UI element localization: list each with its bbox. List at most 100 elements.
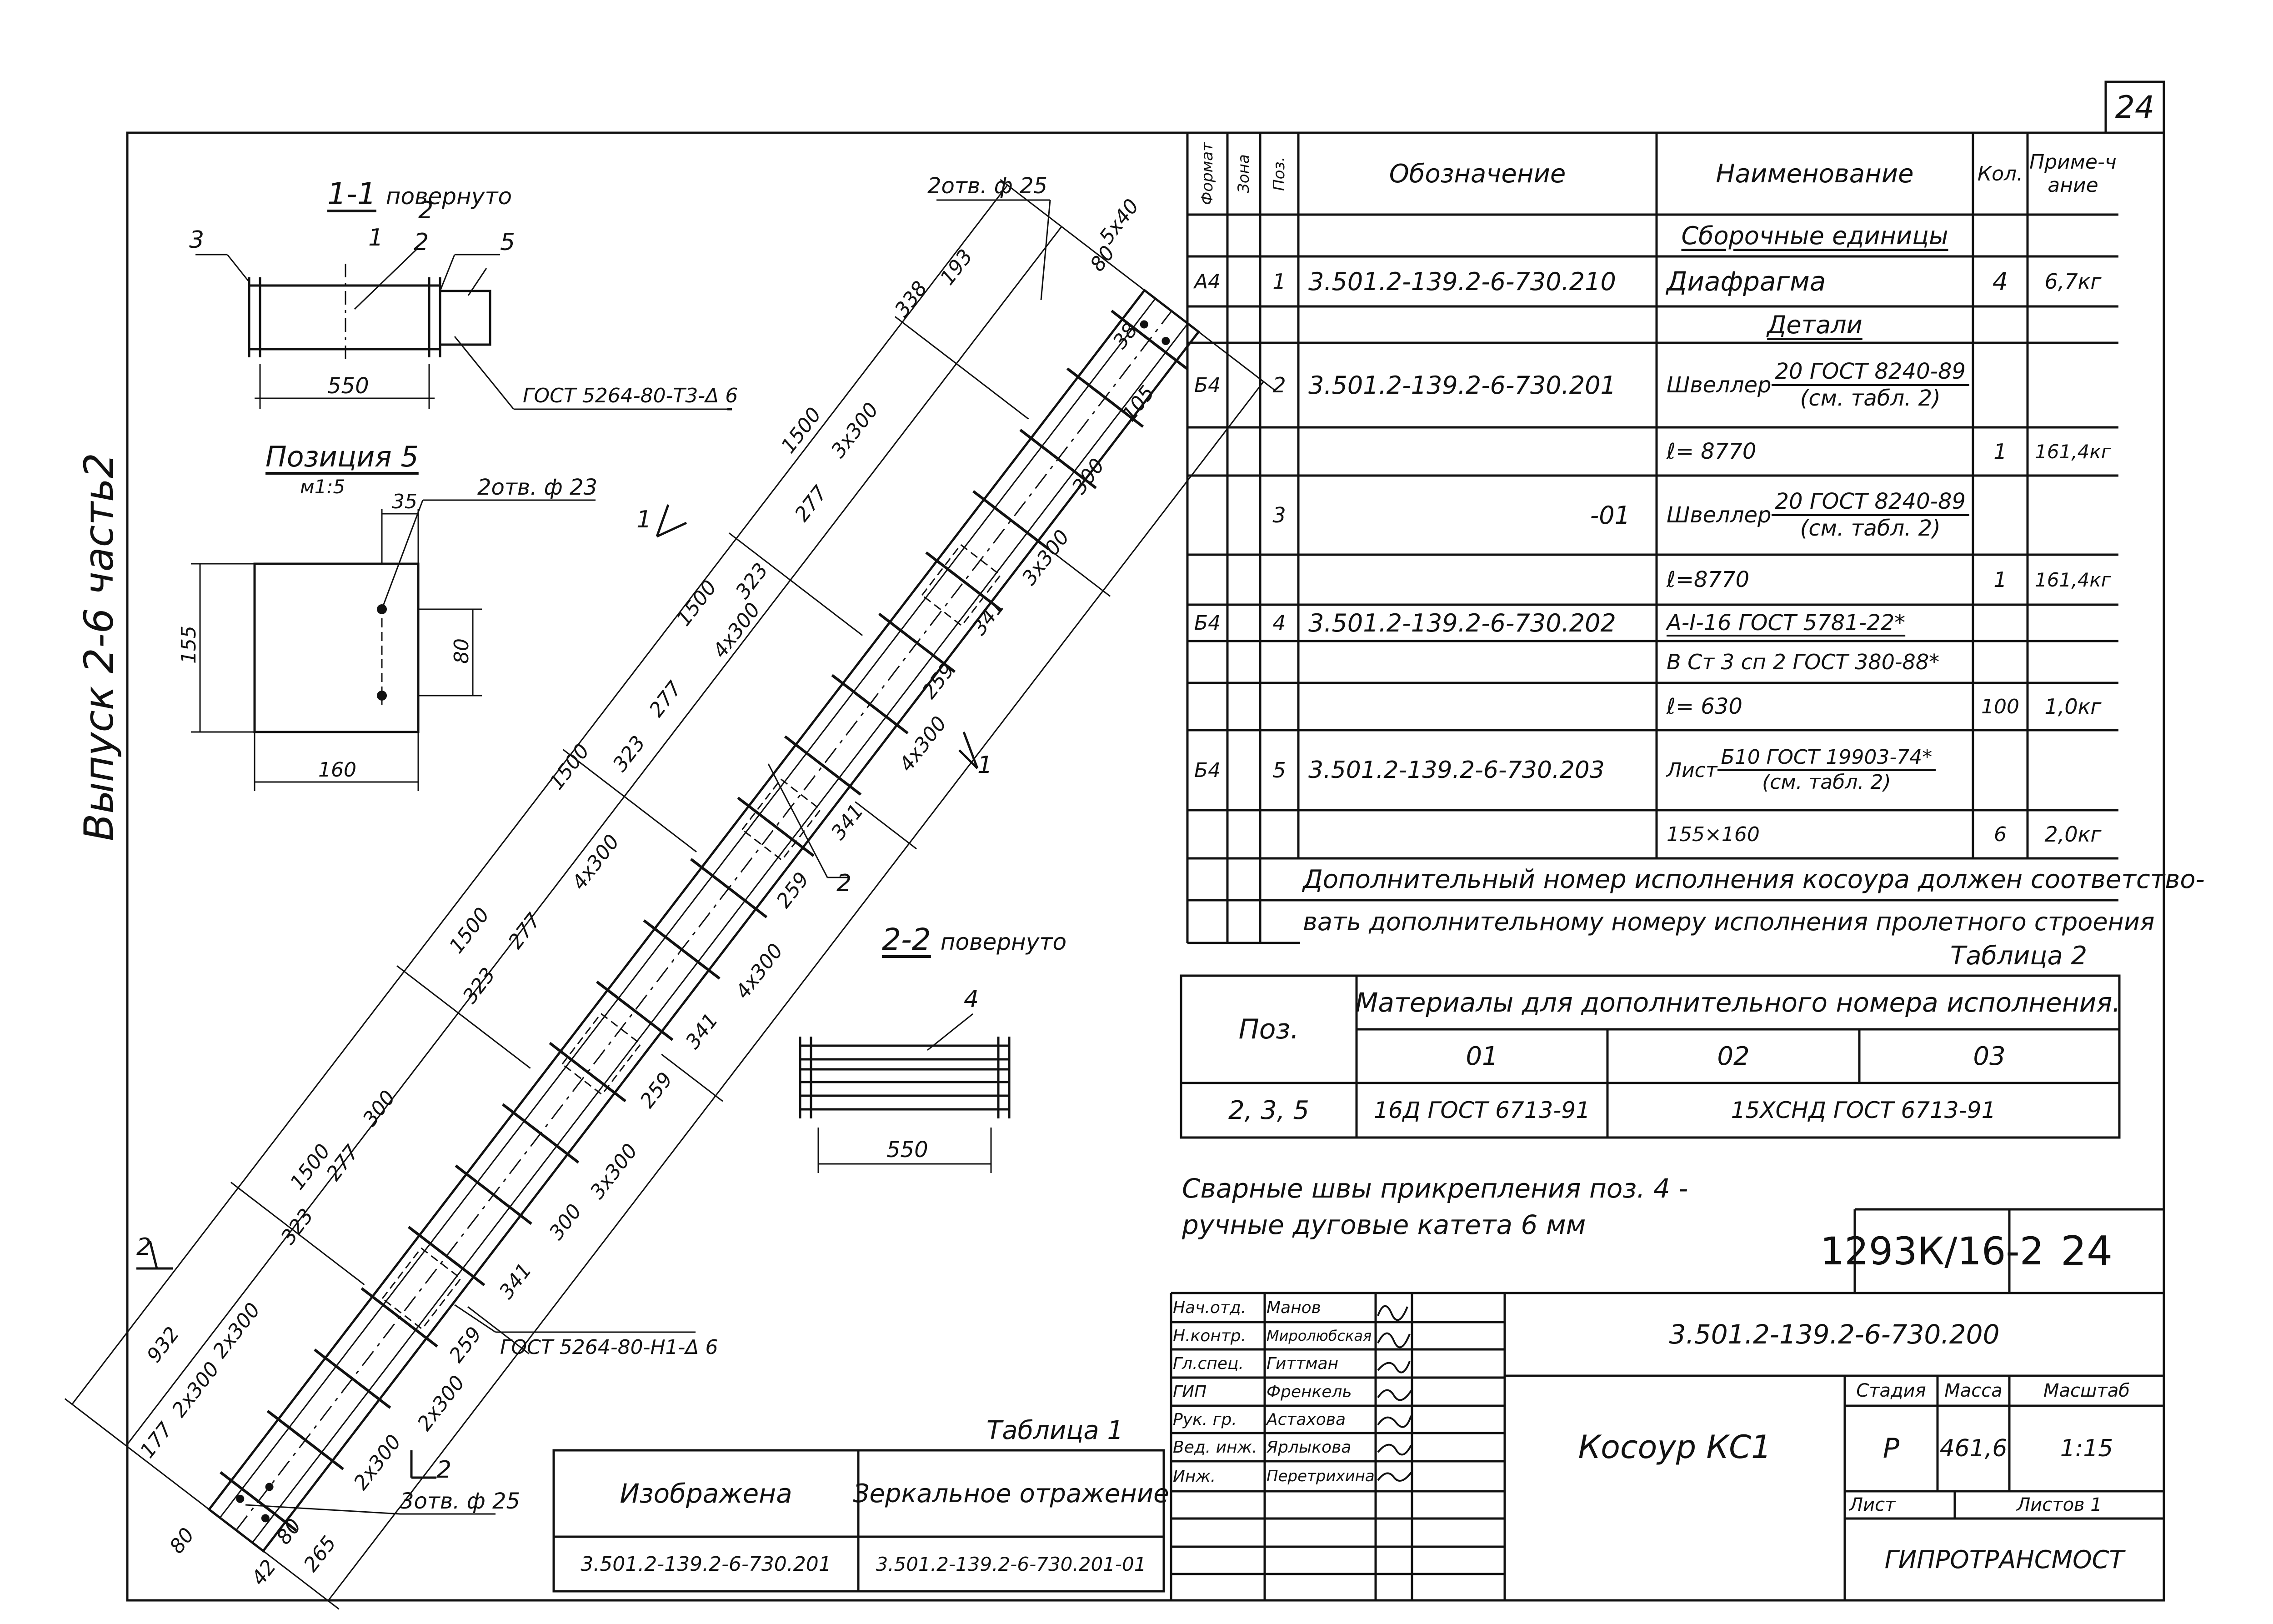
person-role-3: ГИП bbox=[1173, 1382, 1207, 1401]
person-name-3: Френкель bbox=[1267, 1382, 1352, 1401]
dim-3x300-a: 3х300 bbox=[826, 398, 883, 462]
spec-row-4-name: А-I-16 ГОСТ 5781-22* bbox=[1667, 610, 1906, 636]
spec-row-2-qty: 1 bbox=[1993, 439, 2007, 464]
spec-row-2-frac: 20 ГОСТ 8240-89(см. табл. 2) bbox=[1771, 359, 1970, 411]
section-mark-2a: 2 bbox=[136, 1233, 151, 1261]
dim-300: 300 bbox=[358, 1086, 400, 1131]
spec-row-3-top: 20 ГОСТ 8240-89 bbox=[1771, 489, 1970, 516]
section-mark-1a: 1 bbox=[636, 506, 651, 533]
dim-338: 338 bbox=[890, 277, 932, 321]
spec-row-heading-details: Детали bbox=[1767, 310, 1862, 339]
spec-row-5-size: 155×160 bbox=[1667, 822, 1760, 846]
dim-3x300-r2: 3х300 bbox=[586, 1139, 642, 1203]
table2-group-header: Материалы для дополнительного номера исп… bbox=[1355, 987, 2121, 1018]
dim-80-b2: 80 bbox=[165, 1524, 199, 1558]
section-1-1-title: 1-1 повернуто bbox=[327, 176, 512, 211]
spec-row-4-des: 3.501.2-139.2-6-730.202 bbox=[1308, 608, 1616, 637]
dim-155: 155 bbox=[177, 626, 200, 664]
title-sheet-label: Лист bbox=[1849, 1494, 1896, 1515]
spec-row-2-top: 20 ГОСТ 8240-89 bbox=[1771, 359, 1970, 386]
spec-row-2-name: Швеллер 20 ГОСТ 8240-89(см. табл. 2) bbox=[1657, 343, 1973, 427]
person-role-5: Вед. инж. bbox=[1173, 1438, 1257, 1457]
dim-5x40: 5х40 bbox=[1095, 195, 1143, 248]
dim-2x300-r2: 2х300 bbox=[349, 1430, 406, 1494]
dim-38: 38 bbox=[1108, 319, 1142, 353]
person-name-5: Ярлыкова bbox=[1267, 1438, 1352, 1457]
spec-row-1-pos: 1 bbox=[1272, 269, 1286, 294]
person-name-0: Манов bbox=[1267, 1298, 1321, 1317]
callout-label-3: 3 bbox=[189, 226, 204, 254]
spec-row-5-fmt: Б4 bbox=[1194, 758, 1221, 782]
sheet-number: 24 bbox=[2115, 89, 2155, 125]
width-s11: 550 bbox=[327, 373, 369, 399]
spec-row-5-note: 2,0кг bbox=[2044, 822, 2102, 847]
person-name-4: Астахова bbox=[1267, 1410, 1346, 1429]
dim-323-b: 323 bbox=[608, 732, 650, 776]
dim-1500-d: 1500 bbox=[445, 903, 494, 958]
dim-160: 160 bbox=[318, 758, 356, 782]
dim-341-d: 341 bbox=[495, 1259, 536, 1303]
spec-row-5-des: 3.501.2-139.2-6-730.203 bbox=[1308, 757, 1605, 784]
spec-row-3-prefix: Швеллер bbox=[1667, 502, 1772, 528]
table2-row-01: 16Д ГОСТ 6713-91 bbox=[1373, 1097, 1591, 1123]
spec-row-2-len: ℓ= 8770 bbox=[1667, 439, 1757, 464]
dim-2x300-r: 2х300 bbox=[413, 1371, 469, 1435]
hdr-zone: Зона bbox=[1235, 154, 1253, 193]
spec-row-1-note: 6,7кг bbox=[2044, 269, 2102, 294]
title-scale-label: Масштаб bbox=[2043, 1380, 2130, 1401]
title-mass: 461,6 bbox=[1939, 1435, 2008, 1462]
dim-4x300-b: 4х300 bbox=[567, 830, 624, 894]
callout-label-1: 1 bbox=[368, 224, 383, 251]
table1-header-mirror: Зеркальное отражение bbox=[853, 1479, 1169, 1509]
spec-row-2-bottom: (см. табл. 2) bbox=[1800, 386, 1941, 411]
person-role-2: Гл.спец. bbox=[1173, 1354, 1244, 1373]
hdr-designation: Обозначение bbox=[1389, 159, 1566, 189]
signatures bbox=[1377, 1305, 1412, 1482]
weld-note-line1: Сварные швы прикрепления поз. 4 - bbox=[1182, 1173, 1688, 1204]
callout-label-2: 2 bbox=[418, 197, 433, 224]
spec-row-1-fmt: А4 bbox=[1194, 270, 1221, 293]
dim-4x300-r2: 4х300 bbox=[731, 939, 787, 1003]
spec-row-3-pos: 3 bbox=[1272, 503, 1286, 527]
title-designation: 3.501.2-139.2-6-730.200 bbox=[1669, 1319, 2000, 1350]
dim-80-p5: 80 bbox=[450, 638, 473, 664]
weld-bottom-label: ГОСТ 5264-80-Н1-Δ 6 bbox=[500, 1336, 718, 1359]
spec-row-5-bottom: (см. табл. 2) bbox=[1762, 771, 1891, 794]
title-stage: Р bbox=[1882, 1433, 1900, 1464]
title-code: 1293К/16-2 bbox=[1820, 1229, 2044, 1273]
dim-259-c: 259 bbox=[636, 1068, 677, 1113]
spec-row-4-qty: 100 bbox=[1981, 695, 2019, 718]
spec-row-5-qty: 6 bbox=[1994, 822, 2007, 846]
section-2-2-title: 2-2 повернуто bbox=[882, 922, 1066, 957]
title-sheets-label: Листов 1 bbox=[2017, 1494, 2102, 1515]
spec-row-1-qty: 4 bbox=[1992, 267, 2008, 296]
dim-259-a: 259 bbox=[917, 659, 959, 703]
table1-header-shown: Изображена bbox=[620, 1478, 792, 1509]
spec-row-3-len: ℓ=8770 bbox=[1667, 567, 1750, 592]
spec-row-2-fmt: Б4 bbox=[1194, 373, 1221, 397]
spec-row-3-des: -01 bbox=[1590, 501, 1630, 530]
section-1-1-suffix: повернуто bbox=[386, 183, 512, 210]
holes-top-label: 2отв. ф 25 bbox=[927, 173, 1047, 199]
dim-1500-b: 1500 bbox=[672, 576, 721, 631]
spec-row-2-prefix: Швеллер bbox=[1667, 372, 1772, 398]
dim-80-b1: 80 bbox=[272, 1514, 306, 1549]
person-role-1: Н.контр. bbox=[1173, 1326, 1247, 1345]
spec-row-5-prefix: Лист bbox=[1667, 758, 1717, 782]
hdr-note: Приме-чание bbox=[2029, 150, 2117, 197]
spec-row-4-fmt: Б4 bbox=[1194, 611, 1221, 635]
position-5-scale: м1:5 bbox=[300, 476, 345, 498]
dim-277-a: 277 bbox=[790, 481, 832, 526]
spec-row-4-pos: 4 bbox=[1272, 611, 1286, 635]
dim-300-r2: 300 bbox=[545, 1200, 586, 1244]
spec-row-1-name: Диафрагма bbox=[1667, 266, 1826, 297]
spec-footnote-1: Дополнительный номер исполнения косоура … bbox=[1303, 864, 2205, 894]
table1-row-shown: 3.501.2-139.2-6-730.201 bbox=[581, 1552, 831, 1576]
dim-105: 105 bbox=[1117, 381, 1159, 426]
spec-row-5-frac: Б10 ГОСТ 19903-74*(см. табл. 2) bbox=[1717, 746, 1936, 794]
dim-259-d: 259 bbox=[445, 1323, 486, 1367]
spec-row-5-top: Б10 ГОСТ 19903-74* bbox=[1717, 746, 1936, 771]
title-stage-label: Стадия bbox=[1856, 1380, 1926, 1401]
table2-col-03: 03 bbox=[1973, 1041, 2006, 1071]
spec-row-3-note: 161,4кг bbox=[2035, 568, 2111, 591]
